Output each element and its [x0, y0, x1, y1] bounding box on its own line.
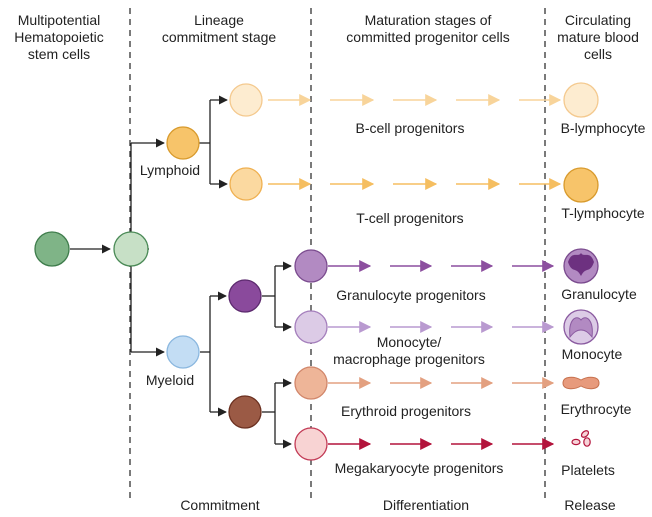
- myeloid-progenitor-cell: [166, 335, 200, 369]
- header-maturation: Maturation stages of committed progenito…: [346, 12, 509, 45]
- erythroid-progenitor-cell: [294, 366, 328, 400]
- header-stem-cells: Multipotential Hematopoietic stem cells: [14, 12, 104, 62]
- header-lineage: Lineage commitment stage: [162, 12, 277, 45]
- t-lymphocyte-label: T-lymphocyte: [561, 205, 644, 221]
- lymphoid-label: Lymphoid: [140, 162, 200, 178]
- erythroid-progenitors-label: Erythroid progenitors: [341, 403, 471, 419]
- b-cell-progenitors-label: B-cell progenitors: [356, 120, 465, 136]
- svg-text:commitment stage: commitment stage: [162, 29, 277, 45]
- svg-text:mature blood: mature blood: [557, 29, 639, 45]
- monocyte-progenitor-cell: [294, 310, 328, 344]
- monocyte-label: Monocyte: [562, 346, 623, 362]
- erythrocyte-label: Erythrocyte: [561, 401, 632, 417]
- t-cell-progenitor: [229, 167, 263, 201]
- platelets-label: Platelets: [561, 462, 615, 478]
- svg-text:Multipotential: Multipotential: [18, 12, 101, 28]
- b-cell-progenitor: [229, 83, 263, 117]
- svg-text:committed progenitor cells: committed progenitor cells: [346, 29, 509, 45]
- header-circulating: Circulating mature blood cells: [557, 12, 639, 62]
- erythroid-megakaryocyte-progenitor: [228, 395, 262, 429]
- svg-text:Circulating: Circulating: [565, 12, 631, 28]
- svg-text:Hematopoietic: Hematopoietic: [14, 29, 104, 45]
- monocyte-cell: [563, 309, 599, 345]
- commitment-footer: Commitment: [180, 497, 259, 513]
- lymphoid-progenitor-cell: [166, 126, 200, 160]
- granulocyte-monocyte-progenitor: [228, 279, 262, 313]
- myeloid-label: Myeloid: [146, 372, 194, 388]
- differentiation-footer: Differentiation: [383, 497, 469, 513]
- monocyte-progenitors-label-1: Monocyte/: [377, 334, 442, 350]
- granulocyte-progenitor-cell: [294, 249, 328, 283]
- svg-text:cells: cells: [584, 46, 612, 62]
- t-cell-progenitors-label: T-cell progenitors: [356, 210, 463, 226]
- monocyte-progenitors-label-2: macrophage progenitors: [333, 351, 485, 367]
- b-lymphocyte-cell: [563, 82, 599, 118]
- svg-text:Lineage: Lineage: [194, 12, 244, 28]
- t-lymphocyte-cell: [563, 167, 599, 203]
- b-lymphocyte-label: B-lymphocyte: [561, 120, 646, 136]
- svg-text:Maturation stages of: Maturation stages of: [365, 12, 492, 28]
- megakaryocyte-progenitor-cell: [294, 427, 328, 461]
- svg-text:stem cells: stem cells: [28, 46, 90, 62]
- platelets-cell: [571, 430, 591, 447]
- megakaryocyte-progenitors-label: Megakaryocyte progenitors: [335, 460, 504, 476]
- stem-cell: [34, 231, 70, 267]
- granulocyte-cell: [563, 248, 599, 284]
- granulocyte-label: Granulocyte: [561, 286, 637, 302]
- release-footer: Release: [564, 497, 616, 513]
- erythrocyte-cell: [562, 376, 600, 390]
- multipotent-progenitor-cell: [113, 231, 149, 267]
- granulocyte-progenitors-label: Granulocyte progenitors: [336, 287, 485, 303]
